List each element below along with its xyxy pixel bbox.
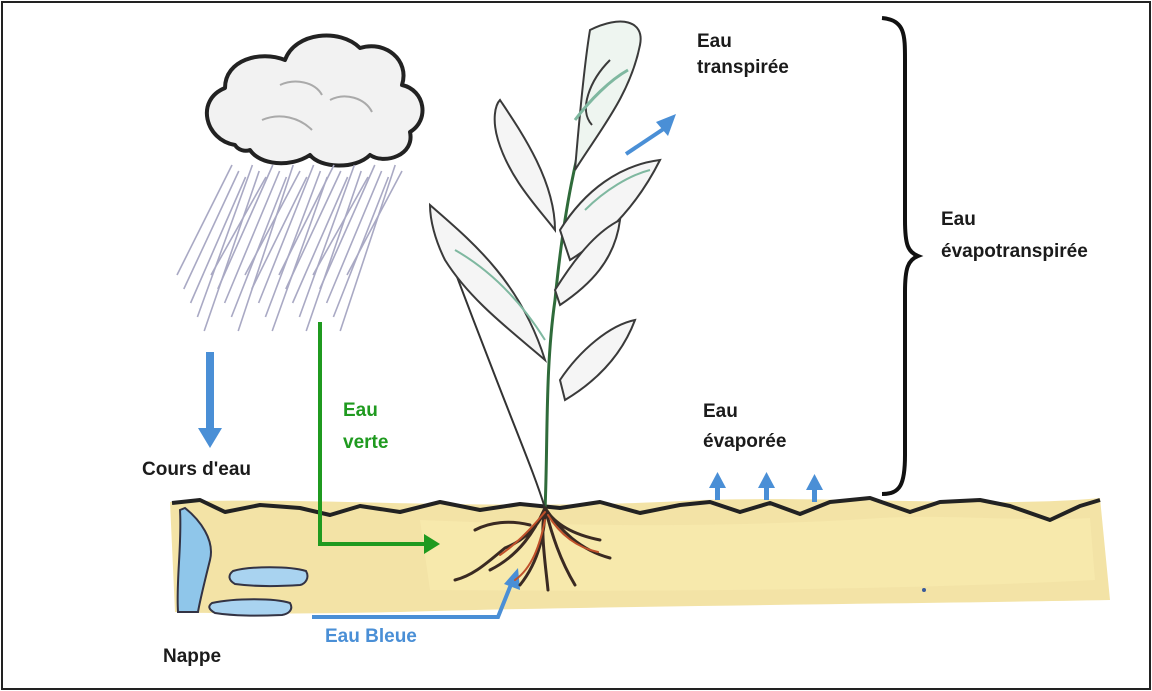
label-eau-evaporee: Eau évaporée (703, 399, 786, 455)
label-eau-verte: Eau verte (343, 398, 388, 456)
cours-d-eau-arrow (198, 352, 222, 448)
rain-icon (177, 165, 402, 331)
rain-streak (184, 171, 239, 289)
soil-dot (922, 588, 926, 592)
transpiration-arrow (626, 114, 676, 154)
label-eau-evapotranspiree: Eau évapotranspirée (941, 207, 1088, 265)
label-cours-d-eau: Cours d'eau (142, 457, 251, 483)
label-eau-transpiree-line1: Eau (697, 29, 789, 55)
rain-streak (191, 177, 246, 303)
label-eau-evaporee-line2: évaporée (703, 429, 786, 455)
brace-icon (882, 18, 918, 494)
label-eau-evapotranspiree-line1: Eau (941, 207, 1088, 233)
rain-streak (238, 165, 293, 331)
rain-streak (340, 165, 395, 331)
evaporation-arrows (709, 472, 823, 502)
label-eau-transpiree-line2: transpirée (697, 55, 789, 81)
cloud-icon (207, 36, 423, 166)
label-eau-transpiree: Eau transpirée (697, 29, 789, 81)
label-eau-verte-line2: verte (343, 430, 388, 456)
label-eau-bleue: Eau Bleue (325, 624, 417, 650)
plant-icon (430, 22, 660, 510)
label-eau-evaporee-line1: Eau (703, 399, 786, 425)
rain-streak (177, 165, 232, 275)
label-eau-evapotranspiree-line2: évapotranspirée (941, 239, 1088, 265)
label-nappe: Nappe (163, 644, 221, 670)
soil-layer (170, 498, 1110, 614)
label-eau-verte-line1: Eau (343, 398, 388, 424)
